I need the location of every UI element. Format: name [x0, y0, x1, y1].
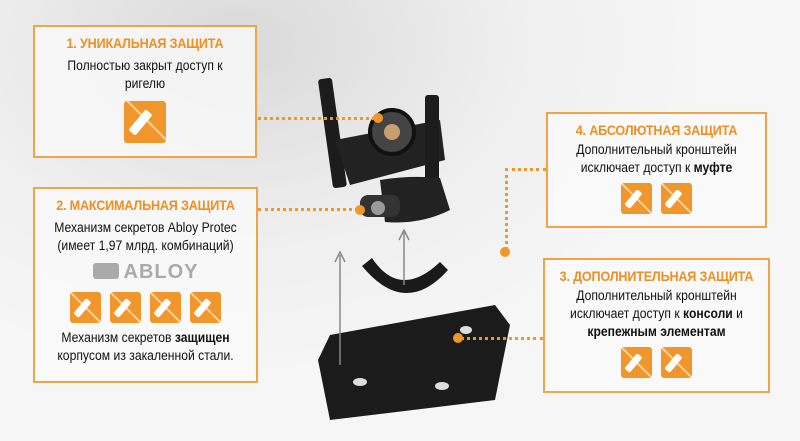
box-text: Дополнительный кронштейн: [576, 288, 737, 303]
box-text: Механизм секретов Abloy Protec: [54, 220, 237, 235]
connector-line-3: [460, 337, 544, 340]
box-title: 4. АБСОЛЮТНАЯ ЗАЩИТА: [575, 122, 738, 138]
box-title: 2. МАКСИМАЛЬНАЯ ЗАЩИТА: [56, 197, 235, 213]
drill-icon: [621, 183, 652, 214]
box-text: Дополнительный кронштейн: [576, 142, 737, 157]
connector-line-1: [258, 117, 375, 120]
bolt-protection-icon: [124, 101, 166, 143]
box-title: 3. ДОПОЛНИТЕЛЬНАЯ ЗАЩИТА: [559, 268, 754, 284]
assembly-arrows: [334, 228, 410, 365]
feature-box-absolute-protection: 4. АБСОЛЮТНАЯ ЗАЩИТА Дополнительный крон…: [546, 112, 767, 228]
abloy-key-icon: [92, 263, 119, 279]
lock-pick-icon: [150, 292, 181, 323]
abloy-logo: ABLOY: [35, 261, 256, 284]
connector-line-4: [505, 168, 546, 250]
saw-icon: [661, 183, 692, 214]
saw-icon: [661, 347, 692, 378]
drill-icon: [70, 292, 101, 323]
box-text: исключает доступ к: [570, 306, 684, 321]
connector-line-2: [258, 208, 358, 211]
feature-box-additional-protection: 3. ДОПОЛНИТЕЛЬНАЯ ЗАЩИТА Дополнительный …: [543, 258, 770, 393]
box-text: исключает доступ к: [580, 160, 694, 175]
feature-box-unique-protection: 1. УНИКАЛЬНАЯ ЗАЩИТА Полностью закрыт до…: [33, 25, 257, 158]
box-text-bold: муфте: [693, 160, 733, 175]
box-text: и: [732, 306, 743, 321]
feature-box-maximum-protection: 2. МАКСИМАЛЬНАЯ ЗАЩИТА Механизм секретов…: [33, 187, 258, 383]
box-text-bold: защищен: [174, 330, 230, 345]
lock-mechanism: [318, 77, 450, 223]
box-text: Полностью закрыт доступ к ригелю: [67, 58, 223, 91]
box-title: 1. УНИКАЛЬНАЯ ЗАЩИТА: [66, 35, 224, 51]
box-text-bold: крепежным элементам: [587, 324, 726, 339]
clamp-bracket: [362, 258, 448, 294]
base-plate: [318, 305, 510, 420]
drill-icon: [621, 347, 652, 378]
screwdriver-icon: [110, 292, 141, 323]
box-text: Механизм секретов: [61, 330, 175, 345]
box-text: (имеет 1,97 млрд. комбинаций): [57, 238, 234, 253]
saw-icon: [190, 292, 221, 323]
box-text: корпусом из закаленной стали.: [57, 348, 234, 363]
box-text-bold: консоли: [683, 306, 733, 321]
